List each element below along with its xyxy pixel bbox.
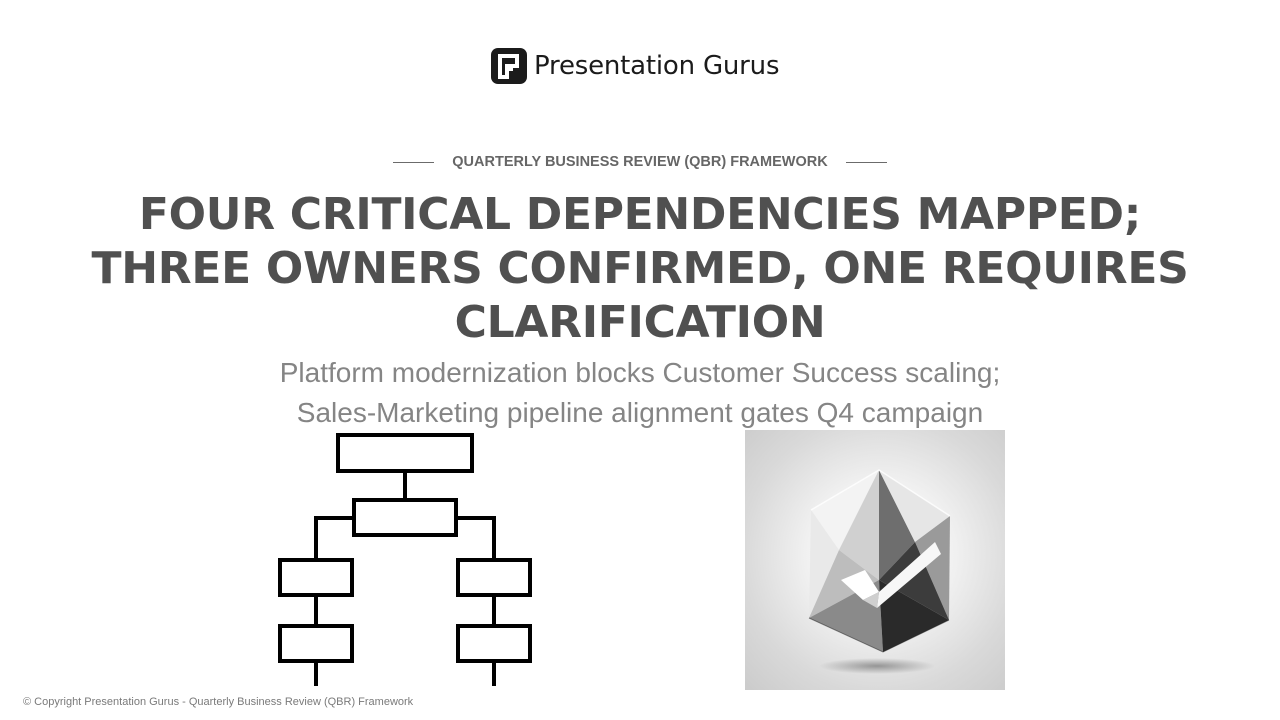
org-chart-icon [278,433,532,686]
pg-logo-icon [491,48,527,84]
brand-name: Presentation Gurus [534,51,780,81]
subtitle-line-2: Sales-Marketing pipeline alignment gates… [296,397,984,428]
geometric-checkmark-image [745,430,1005,690]
polyhedron-check-icon [808,469,951,674]
eyebrow-rule-left [393,161,435,163]
subtitle-line-1: Platform modernization blocks Customer S… [279,357,1001,388]
eyebrow: QUARTERLY BUSINESS REVIEW (QBR) FRAMEWOR… [0,152,1280,172]
footer-copyright: © Copyright Presentation Gurus - Quarter… [23,696,414,708]
eyebrow-text: QUARTERLY BUSINESS REVIEW (QBR) FRAMEWOR… [452,154,828,170]
eyebrow-rule-right [845,161,887,163]
brand-logo: Presentation Gurus [491,46,779,86]
slide-subtitle: Platform modernization blocks Customer S… [140,353,1140,433]
slide-headline: FOUR CRITICAL DEPENDENCIES MAPPED; THREE… [91,189,1189,348]
